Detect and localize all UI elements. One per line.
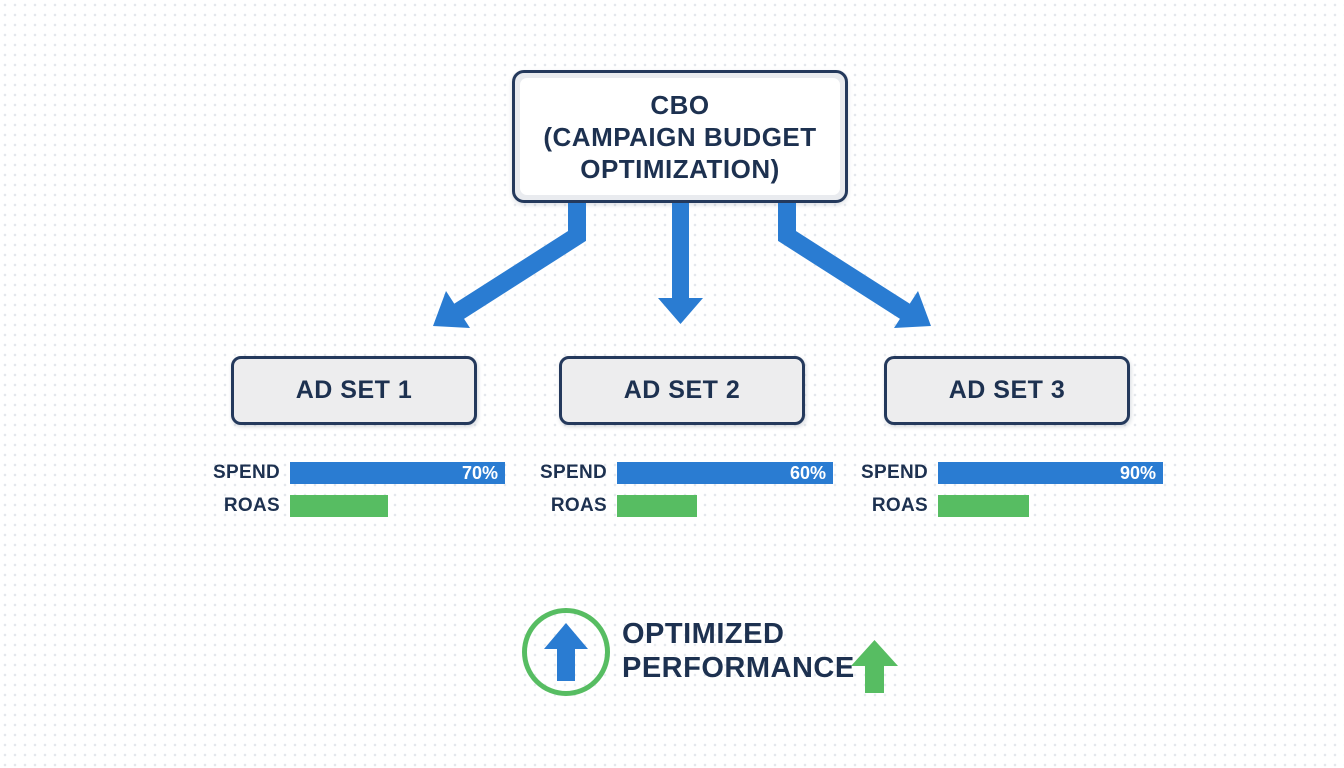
flow-arrows [433,203,931,328]
roas-label: ROAS [550,495,607,516]
performance-text: OPTIMIZED PERFORMANCE [622,617,855,685]
roas-bar [617,495,697,517]
adset-box-2: AD SET 2 [559,356,805,425]
spend-row: SPEND 70% [195,462,505,484]
adset-column-2: AD SET 2 SPEND 60% ROAS [522,356,852,521]
spend-value: 90% [1119,462,1156,483]
roas-bar [290,495,388,517]
adset-label: AD SET 1 [295,376,413,404]
cbo-title-line1: CBO [650,89,710,120]
adset-box-3: AD SET 3 [884,356,1130,425]
cbo-title: CBO (CAMPAIGN BUDGET OPTIMIZATION) [543,89,816,185]
spend-row: SPEND 60% [522,462,833,484]
roas-row: ROAS [843,495,1029,517]
roas-row: ROAS [522,495,697,517]
arrow-to-adset-2 [658,203,703,324]
green-up-arrow-icon [851,640,898,693]
adset-label: AD SET 3 [948,376,1066,404]
spend-bar: 70% [290,462,505,484]
spend-label: SPEND [540,462,607,483]
adset-column-1: AD SET 1 SPEND 70% ROAS [195,356,525,521]
roas-label: ROAS [223,495,280,516]
spend-label: SPEND [861,462,928,483]
arrow-to-adset-1 [433,203,586,328]
performance-text-line1: OPTIMIZED [622,618,785,650]
cbo-title-line3: OPTIMIZATION) [580,153,780,184]
spend-value: 60% [789,462,826,483]
spend-value: 70% [461,462,498,483]
performance-text-line2: PERFORMANCE [622,652,855,684]
adset-column-3: AD SET 3 SPEND 90% ROAS [843,356,1173,521]
blue-up-arrow-icon [544,623,588,681]
arrow-to-adset-3 [778,203,931,328]
roas-label: ROAS [871,495,928,516]
cbo-box: CBO (CAMPAIGN BUDGET OPTIMIZATION) [512,70,848,203]
adset-box-1: AD SET 1 [231,356,477,425]
spend-row: SPEND 90% [843,462,1163,484]
roas-row: ROAS [195,495,388,517]
cbo-box-inner: CBO (CAMPAIGN BUDGET OPTIMIZATION) [520,78,840,195]
spend-bar: 90% [938,462,1163,484]
cbo-title-line2: (CAMPAIGN BUDGET [543,121,817,152]
performance-circle [522,608,610,696]
roas-bar [938,495,1029,517]
spend-label: SPEND [213,462,280,483]
spend-bar: 60% [617,462,833,484]
adset-label: AD SET 2 [623,376,741,404]
